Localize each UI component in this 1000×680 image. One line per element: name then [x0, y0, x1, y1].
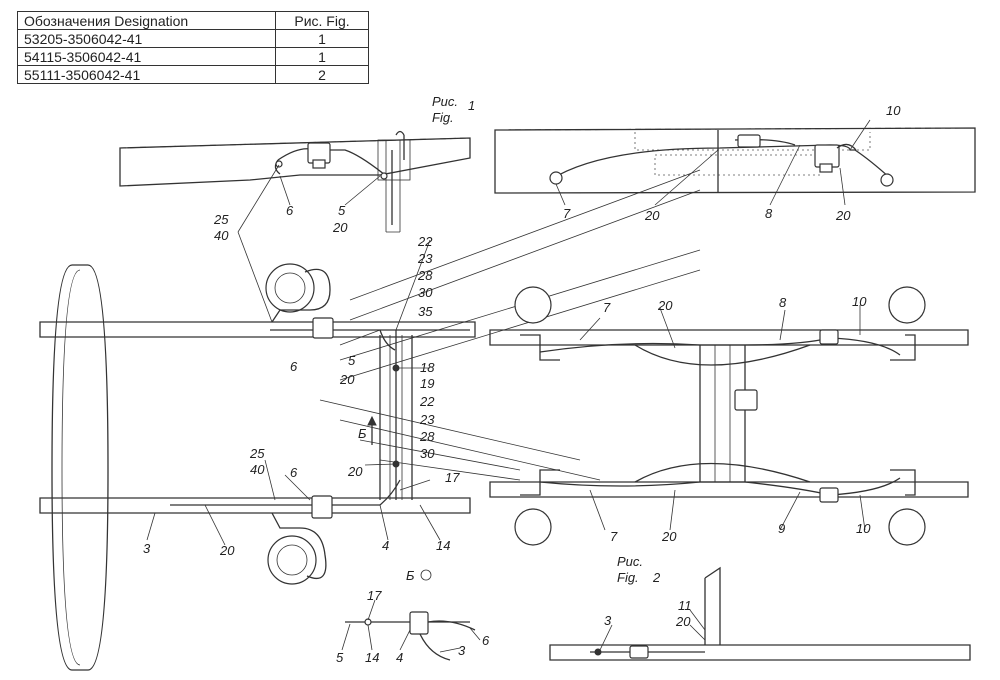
callout: 5 [338, 203, 346, 218]
callout: 28 [417, 268, 433, 283]
fig1-en-label: Fig. [432, 110, 454, 125]
table-row: 55111-3506042-41 2 [17, 65, 369, 84]
callout: 4 [382, 538, 389, 553]
view-b [345, 611, 476, 661]
plan-view-fig1 [39, 263, 476, 671]
callout: 17 [367, 588, 382, 603]
callout: 3 [604, 613, 612, 628]
callout: 19 [420, 376, 434, 391]
callout: 7 [603, 300, 611, 315]
side-view-left [119, 130, 471, 233]
fig1-ru-label: Рис. [432, 94, 458, 109]
callout: 20 [657, 298, 673, 313]
callout: 22 [419, 394, 435, 409]
callout: 20 [332, 220, 348, 235]
projection-lines [319, 169, 701, 481]
callout: 35 [418, 304, 433, 319]
fig2-ru-label: Рис. [617, 554, 643, 569]
callout: 20 [219, 543, 235, 558]
designation-table: Обозначения Designation Рис. Fig. 53205-… [17, 11, 369, 84]
fig-cell: 2 [275, 65, 369, 84]
callout: 23 [419, 412, 435, 427]
view-b-title: Б [406, 568, 415, 583]
callout: 23 [417, 251, 433, 266]
callout: 25 [249, 446, 265, 461]
callout: 20 [835, 208, 851, 223]
callout: 22 [417, 234, 433, 249]
callout: 18 [420, 360, 435, 375]
callout: 11 [678, 598, 692, 613]
callout: 9 [778, 521, 785, 536]
callout: 10 [852, 294, 867, 309]
callout: 8 [765, 206, 773, 221]
view-b-circle-mark [420, 569, 432, 581]
callout: 6 [482, 633, 490, 648]
callout: 6 [290, 359, 298, 374]
leader-lines [146, 119, 871, 653]
callout: 20 [644, 208, 660, 223]
fig2-view [549, 566, 971, 661]
callout-labels: 6 5 20 25 40 7 20 8 20 10 22 23 28 30 35… [143, 103, 901, 665]
callout: 4 [396, 650, 403, 665]
fig2-number: 2 [652, 570, 661, 585]
callout: 17 [445, 470, 460, 485]
callout: 20 [661, 529, 677, 544]
callout: 7 [563, 206, 571, 221]
callout: 20 [675, 614, 691, 629]
designation-cell: 55111-3506042-41 [17, 65, 276, 84]
view-b-arrow-label: Б [358, 426, 367, 441]
callout: 14 [436, 538, 450, 553]
callout: 10 [856, 521, 871, 536]
fig1-number: 1 [468, 98, 475, 113]
callout: 30 [418, 285, 433, 300]
callout: 7 [610, 529, 618, 544]
callout: 40 [214, 228, 229, 243]
fig2-en-label: Fig. [617, 570, 639, 585]
callout: 14 [365, 650, 379, 665]
callout: 28 [419, 429, 435, 444]
callout: 25 [213, 212, 229, 227]
callout: 6 [290, 465, 298, 480]
callout: 5 [348, 353, 356, 368]
callout: 40 [250, 462, 265, 477]
callout: 3 [458, 643, 466, 658]
side-view-right [494, 127, 976, 194]
callout: 3 [143, 541, 151, 556]
plan-view-right [489, 286, 969, 546]
callout: 8 [779, 295, 787, 310]
figure-labels: Рис. Fig. 1 Рис. Fig. 2 Б Б [358, 94, 661, 585]
callout: 20 [347, 464, 363, 479]
callout: 6 [286, 203, 294, 218]
callout: 10 [886, 103, 901, 118]
callout: 5 [336, 650, 344, 665]
callout: 30 [420, 446, 435, 461]
callout: 20 [339, 372, 355, 387]
